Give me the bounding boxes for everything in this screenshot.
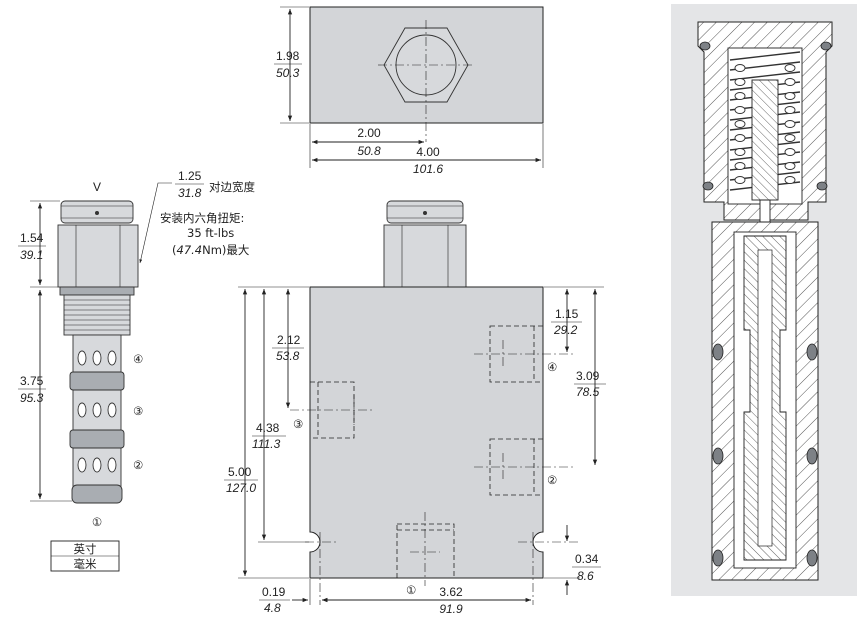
dim-hex-width-mm: 31.8 <box>178 186 202 200</box>
dim-height-hex-mm: 39.1 <box>20 248 43 262</box>
dim-port3-mm: 111.3 <box>252 437 281 451</box>
torque-value: 35 ft-lbs <box>187 226 234 240</box>
dim-port4-mm: 29.2 <box>553 323 578 337</box>
dim-top-height-mm: 50.3 <box>276 66 300 80</box>
dim-port3-inch: 4.38 <box>256 421 280 435</box>
dim-top-center-mm: 50.8 <box>357 144 381 158</box>
dim-front-height-mm: 127.0 <box>226 481 256 495</box>
cartridge-nose <box>71 484 123 504</box>
front-view-block <box>309 286 544 579</box>
port-2-label: ② <box>133 458 143 472</box>
front-cartridge-hex <box>383 224 467 288</box>
dim-port2-mm: 53.8 <box>276 349 300 363</box>
dim-port4-inch: 1.15 <box>555 307 579 321</box>
dim-front-height-inch: 5.00 <box>228 465 252 479</box>
dim-length-inch: 3.75 <box>20 374 44 388</box>
section-seals <box>699 41 832 567</box>
seal-ring-lower <box>69 429 125 449</box>
legend-inch: 英寸 <box>74 542 97 556</box>
torque-caption: 安装内六角扭矩: <box>160 211 244 225</box>
dim-port2-right-mm: 78.5 <box>576 385 600 399</box>
dim-length-mm: 95.3 <box>20 391 44 405</box>
dim-top-height-inch: 1.98 <box>276 49 300 63</box>
port-3-label: ③ <box>133 404 143 418</box>
seal-ring-upper <box>69 371 125 391</box>
hex-width-caption: 对边宽度 <box>209 180 255 194</box>
dim-hex-width-inch: 1.25 <box>178 169 202 183</box>
dim-hole-bottom-inch: 0.34 <box>575 552 599 566</box>
cartridge-cross-section <box>671 4 857 596</box>
port-holes <box>77 350 117 473</box>
port-4-label: ④ <box>133 352 143 366</box>
front-port-2-label: ② <box>547 473 557 487</box>
torque-metric: (47.4Nm)最大 <box>172 243 250 257</box>
cartridge-side-view: V ④ ③ ② ① <box>18 169 255 572</box>
cartridge-top-label: V <box>93 180 101 194</box>
dim-port2-inch: 2.12 <box>277 333 301 347</box>
dim-top-width-mm: 101.6 <box>413 162 443 176</box>
legend-mm: 毫米 <box>74 557 97 571</box>
dim-port2-right-inch: 3.09 <box>576 369 600 383</box>
port-1-label: ① <box>92 515 102 529</box>
section-stem <box>751 79 779 201</box>
front-port-3-label: ③ <box>293 417 303 431</box>
front-port-1-label: ① <box>406 583 416 597</box>
dim-height-hex-inch: 1.54 <box>20 231 44 245</box>
dim-hole-spacing-inch: 3.62 <box>439 585 463 599</box>
dim-hole-spacing-mm: 91.9 <box>439 602 463 616</box>
dim-hole-left-inch: 0.19 <box>262 585 286 599</box>
cartridge-hex <box>57 224 139 288</box>
manifold-front-view: ③ ④ ② ① 5.00 127.0 4.38 111.3 2.12 53.8 … <box>224 200 606 616</box>
front-port-4-label: ④ <box>547 360 557 374</box>
dim-top-center-inch: 2.00 <box>357 126 381 140</box>
dim-hole-left-mm: 4.8 <box>264 601 281 615</box>
manifold-top-view: 1.98 50.3 2.00 50.8 4.00 101.6 <box>274 6 544 176</box>
dim-hole-bottom-mm: 8.6 <box>577 569 594 583</box>
port-1-hidden <box>396 523 455 579</box>
dim-top-width-inch: 4.00 <box>416 145 440 159</box>
